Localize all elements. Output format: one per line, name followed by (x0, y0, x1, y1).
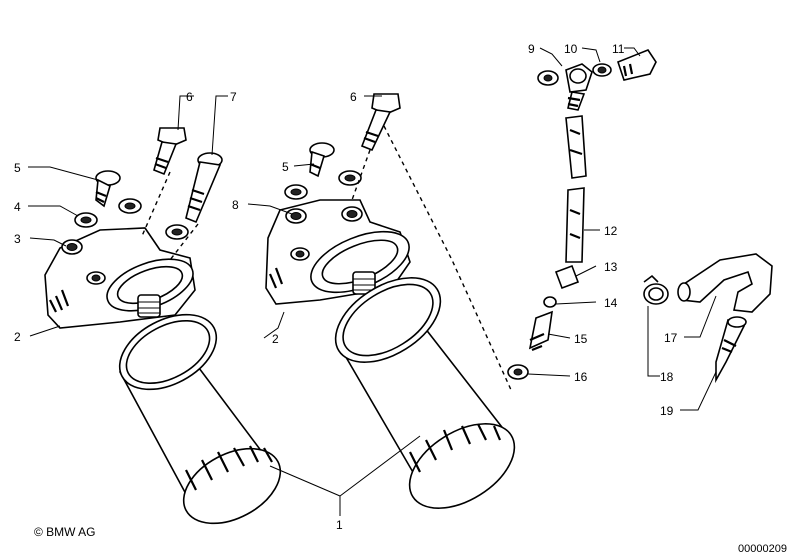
filter-head-right (265, 199, 411, 305)
label-2-right: 2 (272, 332, 279, 346)
hose-12 (565, 115, 587, 263)
label-14: 14 (604, 296, 618, 310)
label-6-right: 6 (350, 90, 357, 104)
label-12: 12 (604, 224, 618, 238)
label-18: 18 (660, 370, 674, 384)
document-number: 00000209 (738, 543, 787, 555)
leader-lines (28, 47, 717, 516)
fittings-13-16 (507, 264, 580, 380)
label-9: 9 (528, 42, 535, 56)
label-8: 8 (232, 198, 239, 212)
hose-17 (677, 253, 773, 313)
label-17: 17 (664, 331, 678, 345)
label-5-right: 5 (282, 160, 289, 174)
label-6-left: 6 (186, 90, 193, 104)
copyright-text: © BMW AG (34, 525, 96, 539)
washers-left-pair (118, 198, 189, 240)
label-4: 4 (14, 200, 21, 214)
label-16: 16 (574, 370, 588, 384)
label-3: 3 (14, 232, 21, 246)
washers-right (284, 170, 362, 200)
washer-4-left (74, 212, 98, 228)
oil-filter-left (118, 313, 282, 525)
bolt-6-left (153, 127, 187, 176)
oil-filter-right (334, 277, 516, 509)
hose-clamp-18 (643, 274, 669, 305)
label-13: 13 (604, 260, 618, 274)
bolt-6-right (360, 93, 401, 152)
label-19: 19 (660, 404, 674, 418)
filter-head-left (44, 227, 196, 329)
stud-7-left (185, 152, 223, 224)
nipple-19 (715, 316, 747, 384)
bolt-5-left (95, 170, 121, 208)
label-11: 11 (612, 42, 625, 56)
label-2-left: 2 (14, 330, 21, 344)
label-5-left: 5 (14, 161, 21, 175)
bolt-5-right (309, 142, 335, 178)
label-1: 1 (336, 518, 343, 532)
label-10: 10 (564, 42, 578, 56)
label-7: 7 (230, 90, 237, 104)
banjo-bolt-assembly (537, 49, 657, 111)
label-15: 15 (574, 332, 588, 346)
